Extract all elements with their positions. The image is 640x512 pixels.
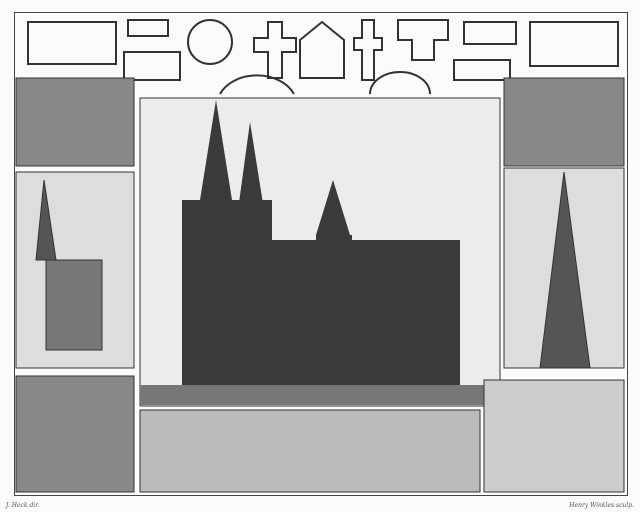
floor-plan-9 — [463, 21, 517, 45]
floor-plan-8 — [397, 19, 449, 61]
porch-panel — [483, 379, 625, 493]
floor-plan-6 — [299, 20, 345, 79]
engraver-signature-right: Henry Winkles sculp. — [569, 502, 634, 509]
floor-plan-4 — [187, 19, 233, 65]
portal-panel — [15, 375, 135, 493]
floor-plan-3 — [123, 51, 181, 81]
floor-plan-7 — [353, 19, 383, 81]
plate-border — [14, 12, 628, 496]
arcade-panel — [139, 409, 481, 493]
side-panels — [15, 77, 625, 493]
floor-plan-13 — [369, 71, 431, 95]
cathedral — [140, 100, 500, 405]
floor-plan-5 — [253, 21, 297, 79]
floor-plan-12 — [219, 74, 295, 95]
doorway-panel-right — [503, 77, 625, 167]
engraver-signature-left: J. Heck dir. — [6, 502, 40, 509]
floor-plan-2 — [127, 19, 169, 37]
floor-plans — [27, 19, 619, 95]
floor-plan-1 — [27, 21, 117, 65]
doorway-panel — [15, 77, 135, 167]
floor-plan-10 — [453, 59, 511, 81]
floor-plan-11 — [529, 21, 619, 67]
